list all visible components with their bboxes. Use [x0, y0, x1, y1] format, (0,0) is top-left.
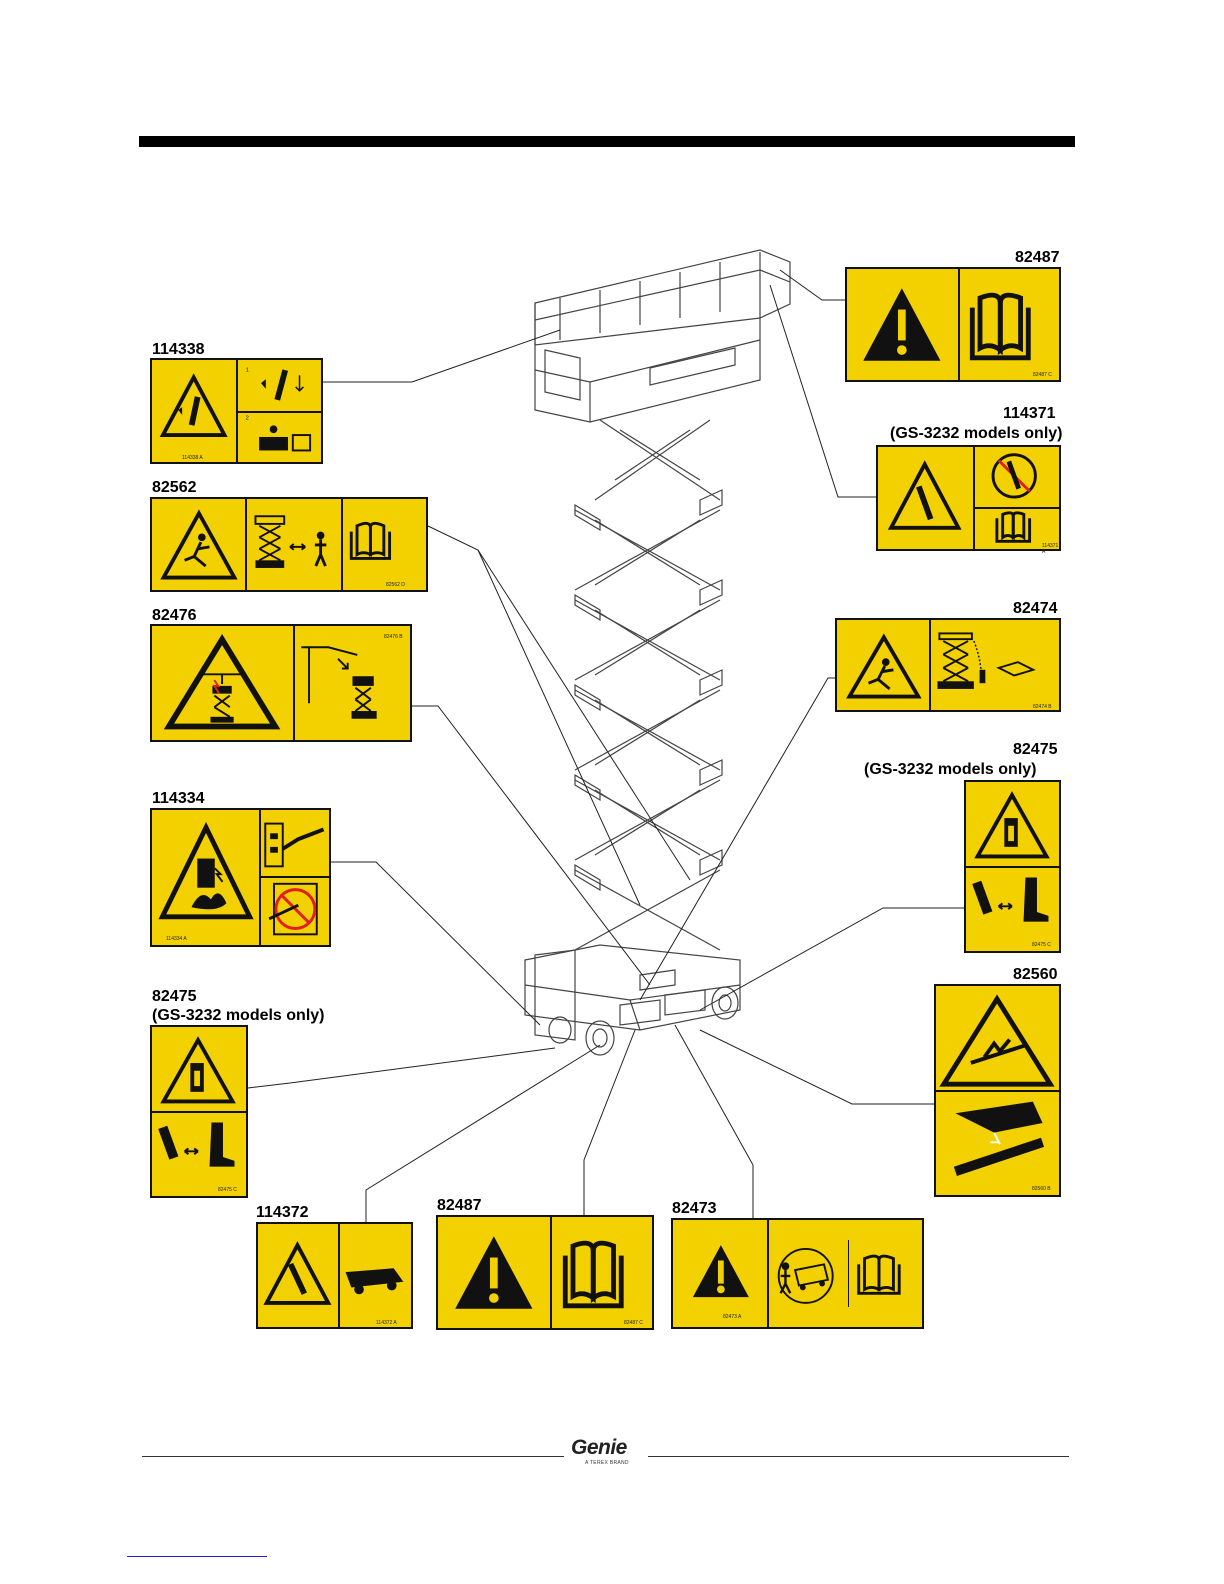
decal-number-82475-right: 82475: [1013, 740, 1058, 759]
decal-number-82473: 82473: [672, 1199, 717, 1218]
svg-text:2: 2: [246, 416, 249, 422]
crush-hazard-feet-icon: [152, 1027, 246, 1196]
fall-hazard-distance-icon: [152, 499, 426, 590]
decal-code: 82476 B: [384, 634, 403, 640]
decal-note-114371: (GS-3232 models only): [890, 424, 1063, 443]
decal-note-82475-right: (GS-3232 models only): [864, 760, 1037, 779]
tilt-alarm-icon: 1 2: [152, 360, 321, 462]
electrocution-hazard-icon: [152, 626, 410, 740]
decal-code: 82473 A: [723, 1314, 741, 1320]
decal-code: 82562 D: [386, 582, 405, 588]
collision-hazard-manual-icon: [673, 1220, 922, 1327]
footer-rule-right: [648, 1456, 1069, 1457]
decal-114371: 114371 A: [876, 445, 1061, 551]
decal-number-114371: 114371: [1003, 404, 1056, 423]
decal-number-82474: 82474: [1013, 599, 1058, 618]
decal-number-82487-top: 82487: [1015, 248, 1060, 267]
decal-code: 82487 C: [1033, 372, 1052, 378]
decal-code: 82475 C: [218, 1187, 237, 1193]
footer-rule-left: [142, 1456, 564, 1457]
falling-object-hazard-icon: [837, 620, 1059, 710]
decal-number-114338: 114338: [152, 340, 205, 359]
decal-note-82475-left: (GS-3232 models only): [152, 1006, 325, 1025]
warning-and-manual-icon: [847, 269, 1059, 380]
decal-number-82560: 82560: [1013, 965, 1058, 984]
decal-code: 114338 A: [182, 455, 203, 461]
decal-number-82562: 82562: [152, 478, 197, 497]
decal-code: 114334 A: [166, 936, 187, 942]
decal-114372: 114372 A: [256, 1222, 413, 1329]
decal-114334: 114334 A: [150, 808, 331, 947]
decal-code: 82475 C: [1032, 942, 1051, 948]
decal-114338: 1 2 114338 A: [150, 358, 323, 464]
decal-number-82476: 82476: [152, 606, 197, 625]
decal-82476: 82476 B: [150, 624, 412, 742]
bottom-link-underline[interactable]: [127, 1556, 267, 1557]
decal-82475-left: 82475 C: [150, 1025, 248, 1198]
decal-code: 82487 C: [624, 1320, 643, 1326]
tip-over-hazard-icon: [258, 1224, 411, 1327]
warning-and-manual-icon: [438, 1217, 652, 1328]
battery-explosion-hazard-icon: [936, 986, 1059, 1195]
no-tilt-prohibition-icon: [878, 447, 1059, 549]
decal-code: 82474 B: [1033, 704, 1052, 710]
decal-82487-bottom: 82487 C: [436, 1215, 654, 1330]
crush-hazard-feet-icon: [966, 782, 1059, 951]
decal-82562: 82562 D: [150, 497, 428, 592]
decal-number-82475-left: 82475: [152, 987, 197, 1006]
decal-code: 114372 A: [376, 1320, 397, 1326]
decal-code: 82560 B: [1032, 1186, 1051, 1192]
decal-number-114372: 114372: [256, 1203, 309, 1222]
decal-code: 114371 A: [1042, 543, 1059, 555]
decal-82560: 82560 B: [934, 984, 1061, 1197]
electrical-fire-hazard-icon: [152, 810, 329, 945]
decal-82473: 82473 A: [671, 1218, 924, 1329]
decal-number-114334: 114334: [152, 789, 205, 808]
logo-tagline: A TEREX BRAND: [585, 1460, 629, 1466]
genie-logo: Genie: [571, 1436, 627, 1460]
decal-82487-top: 82487 C: [845, 267, 1061, 382]
decal-number-82487-bottom: 82487: [437, 1196, 482, 1215]
decal-82474: 82474 B: [835, 618, 1061, 712]
svg-text:1: 1: [246, 368, 249, 374]
decal-82475-right: 82475 C: [964, 780, 1061, 953]
